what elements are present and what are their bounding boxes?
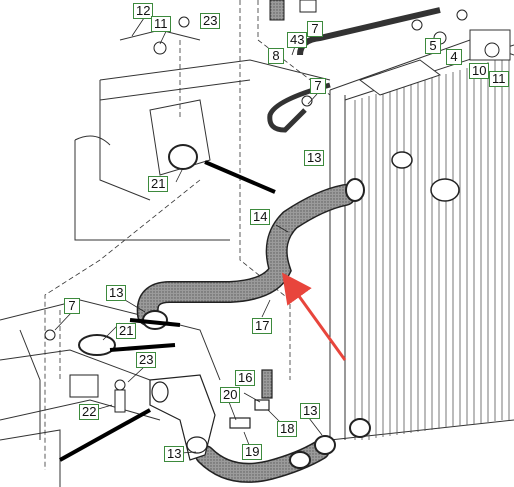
callout-13: 13 [300,403,321,419]
callout-5: 5 [425,38,441,54]
leader-lines [54,17,323,454]
callout-18: 18 [277,421,298,437]
callout-21: 21 [116,323,137,339]
callout-11: 11 [489,71,509,87]
callout-22: 22 [79,404,100,420]
callout-7: 7 [307,21,323,37]
callout-16: 16 [235,370,256,386]
lower-radiator-hose-fill [138,185,355,325]
callout-13: 13 [304,150,325,166]
callout-20: 20 [220,387,241,403]
callout-13: 13 [106,285,127,301]
hose-clamps [78,144,371,469]
callout-14: 14 [250,209,271,225]
callout-11: 11 [151,16,171,32]
callout-13: 13 [164,446,185,462]
bolts-and-washers [44,0,500,413]
radiator [329,29,514,441]
callout-23: 23 [200,13,221,29]
callout-12: 12 [133,3,154,19]
callout-43: 43 [287,32,308,48]
water-pipe-fitting [149,369,273,461]
callout-17: 17 [252,318,273,334]
upper-vent-hose-lower [267,82,331,133]
callout-10: 10 [469,63,490,79]
callout-23: 23 [136,352,157,368]
callout-7: 7 [64,298,80,314]
callout-21: 21 [148,176,169,192]
callout-19: 19 [242,444,263,460]
callout-7: 7 [310,78,326,94]
callout-8: 8 [268,48,284,64]
callout-4: 4 [446,49,462,65]
red-pointer-arrow [281,272,347,361]
clamp-bands [59,160,276,462]
